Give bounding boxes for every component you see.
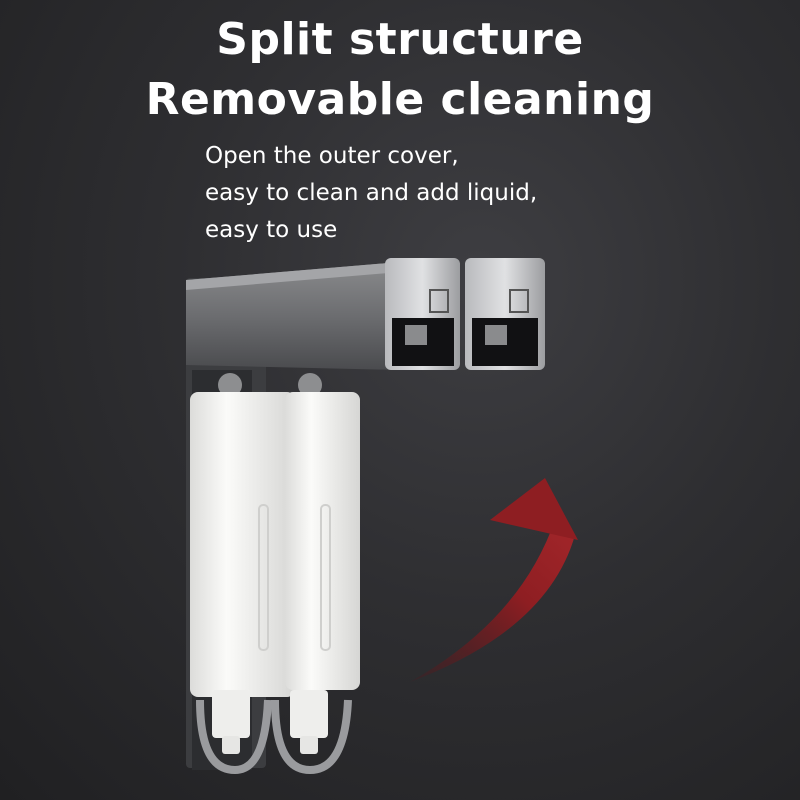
left-bottle: [190, 392, 295, 754]
description-line-3: easy to use: [205, 217, 338, 243]
outer-cover: [186, 258, 545, 370]
headline-line-2: Removable cleaning: [145, 74, 655, 125]
right-bottle: [285, 392, 360, 754]
headline-line-1: Split structure: [216, 14, 584, 65]
description-line-2: easy to clean and add liquid,: [205, 180, 538, 206]
description-line-1: Open the outer cover,: [205, 143, 459, 169]
curved-up-arrow-icon: [410, 478, 578, 682]
pump-guard-left: [196, 699, 272, 775]
pump-guard-right: [271, 699, 352, 775]
